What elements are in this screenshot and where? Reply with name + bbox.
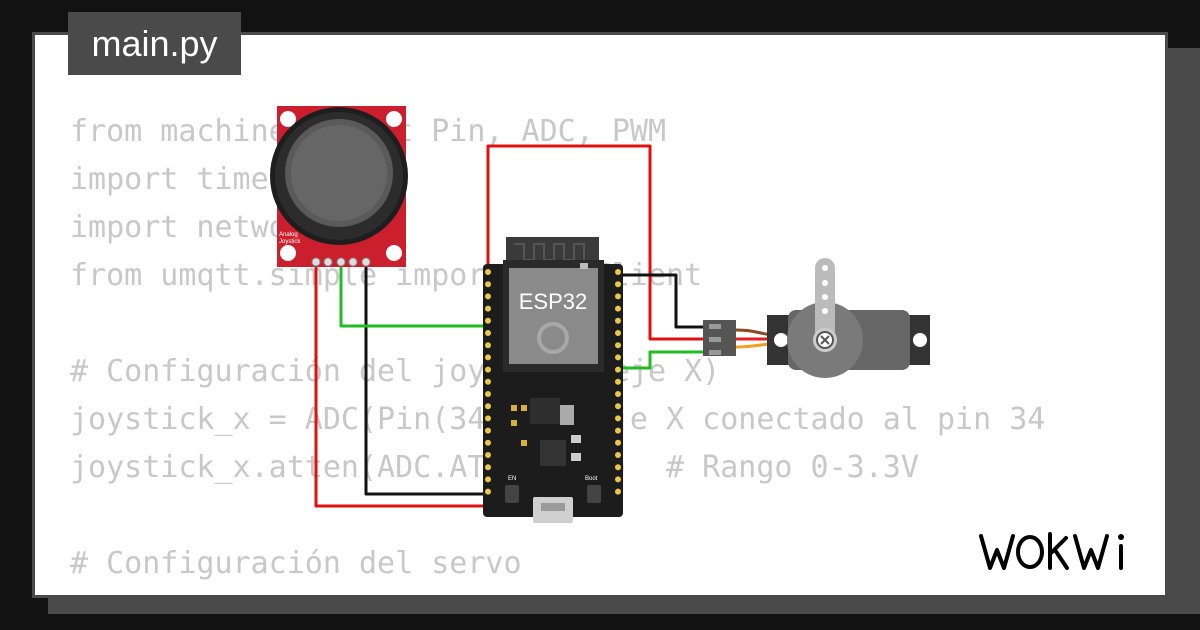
header-pin[interactable] (615, 317, 621, 324)
joystick-pin-vcc[interactable] (311, 257, 321, 267)
header-pin[interactable] (615, 354, 621, 361)
header-pin[interactable] (485, 317, 491, 324)
joystick-module[interactable]: Analog Joystick (270, 106, 408, 267)
joystick-label-line2: Joystick (279, 239, 301, 245)
header-pin[interactable] (485, 439, 491, 446)
wire-black-servo-gnd[interactable] (618, 273, 706, 329)
header-pin[interactable] (615, 476, 621, 483)
esp32-board[interactable]: ESP32 EN Boot (483, 237, 623, 523)
header-pin[interactable] (485, 488, 491, 495)
joystick-label-line1: Analog (279, 232, 298, 238)
header-pin[interactable] (485, 427, 491, 434)
wire-green-vrx[interactable] (339, 262, 488, 328)
joystick-pin-vert[interactable] (323, 257, 333, 267)
header-pin[interactable] (485, 464, 491, 471)
joystick-pin-gnd[interactable] (361, 257, 371, 267)
servo-horn[interactable] (815, 262, 835, 342)
right-pin-header (615, 269, 621, 495)
header-pin[interactable] (615, 403, 621, 410)
header-pin[interactable] (615, 464, 621, 471)
header-pin[interactable] (485, 305, 491, 312)
code-line: servo = PWM(Pin(18), freq=50) # Servo co… (70, 588, 1118, 595)
header-pin[interactable] (485, 452, 491, 458)
header-pin[interactable] (485, 378, 491, 385)
header-pin[interactable] (615, 452, 621, 458)
header-pin[interactable] (485, 476, 491, 483)
header-pin[interactable] (615, 415, 621, 422)
joystick-pin-sel[interactable] (348, 257, 358, 267)
header-pin[interactable] (485, 403, 491, 410)
header-pin[interactable] (485, 415, 491, 422)
wire-green-servo-signal[interactable] (618, 350, 706, 370)
header-pin[interactable] (615, 342, 621, 349)
servo-motor[interactable] (703, 258, 930, 378)
code-line: import time (70, 162, 269, 197)
joystick-pin-horz[interactable] (336, 257, 346, 267)
boot-label: Boot (585, 476, 598, 482)
header-pin[interactable] (485, 269, 491, 275)
header-pin[interactable] (615, 427, 621, 434)
header-pin[interactable] (485, 366, 491, 373)
logo-text: WOKWI (1061, 576, 1069, 578)
left-pin-header (485, 269, 491, 495)
wire-red-vcc[interactable] (314, 262, 488, 508)
header-pin[interactable] (615, 269, 621, 275)
header-pin[interactable] (615, 439, 621, 446)
file-tab[interactable]: main.py (68, 12, 241, 75)
wokwi-logo[interactable]: WOKWI (975, 524, 1155, 578)
header-pin[interactable] (615, 488, 621, 495)
wires (314, 144, 706, 508)
header-pin[interactable] (615, 281, 621, 288)
header-pin[interactable] (485, 330, 491, 336)
wire-black-gnd[interactable] (364, 262, 488, 496)
header-pin[interactable] (485, 391, 491, 397)
header-pin[interactable] (615, 391, 621, 397)
wire-red-servo-power[interactable] (486, 144, 706, 341)
header-pin[interactable] (485, 342, 491, 349)
header-pin[interactable] (485, 354, 491, 361)
en-label: EN (508, 476, 516, 482)
header-pin[interactable] (615, 305, 621, 312)
header-pin[interactable] (615, 330, 621, 336)
header-pin[interactable] (615, 378, 621, 385)
header-pin[interactable] (485, 293, 491, 300)
header-pin[interactable] (615, 366, 621, 373)
esp32-label: ESP32 (519, 289, 588, 314)
header-pin[interactable] (485, 281, 491, 288)
code-line: # Configuración del servo (70, 546, 522, 581)
header-pin[interactable] (615, 293, 621, 300)
